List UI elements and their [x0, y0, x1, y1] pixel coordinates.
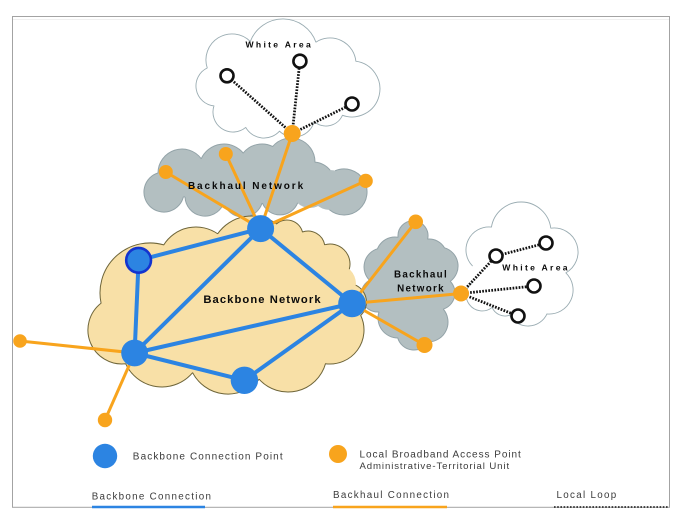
svg-text:Network: Network [397, 284, 445, 295]
svg-text:Backbone Network: Backbone Network [203, 294, 321, 306]
svg-text:Backhaul: Backhaul [394, 270, 448, 281]
svg-text:Backhaul Connection: Backhaul Connection [333, 490, 450, 501]
svg-text:Backhaul Network: Backhaul Network [188, 181, 305, 192]
svg-text:White Area: White Area [246, 39, 314, 49]
svg-text:White Area: White Area [502, 263, 570, 273]
svg-text:Backbone Connection Point: Backbone Connection Point [133, 452, 284, 463]
svg-text:Backbone Connection: Backbone Connection [92, 491, 213, 502]
svg-text:Local Loop: Local Loop [557, 490, 618, 501]
svg-text:Administrative-Territorial Uni: Administrative-Territorial Unit [360, 461, 511, 472]
svg-text:Local Broadband Access Point: Local Broadband Access Point [360, 449, 522, 460]
